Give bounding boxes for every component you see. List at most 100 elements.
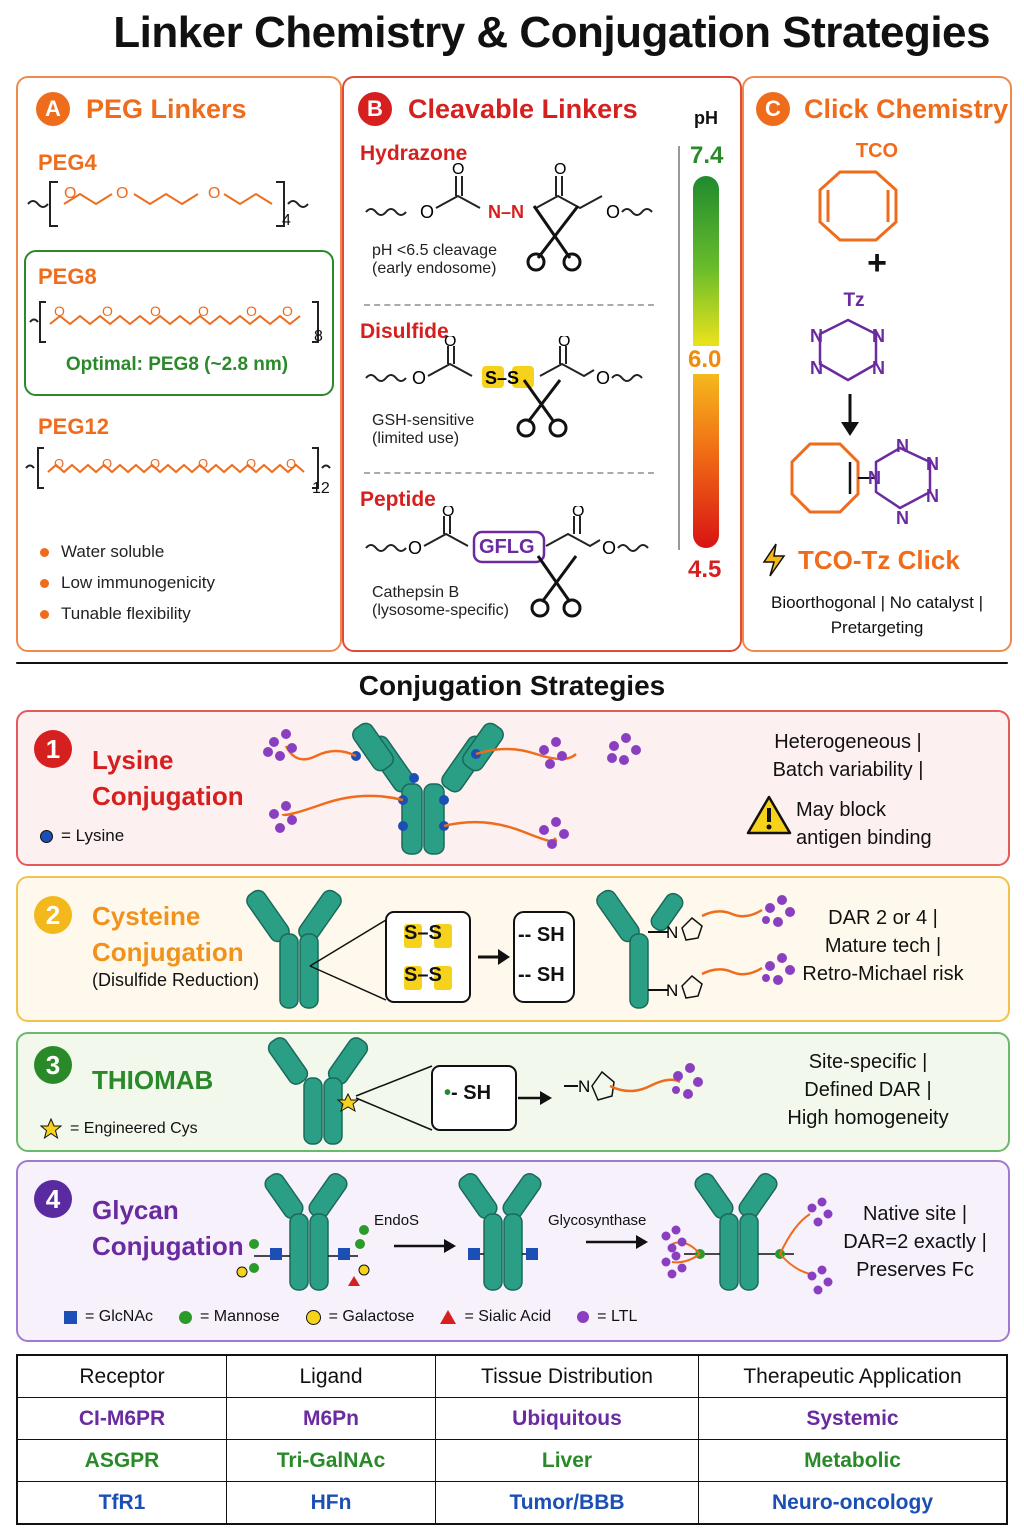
disulfide-note: GSH-sensitive(limited use) — [372, 412, 475, 447]
payload-cluster-icon — [607, 733, 641, 765]
conjugation-section-title: Conjugation Strategies — [358, 670, 666, 701]
glycan-remodeling-diagram — [236, 1172, 833, 1295]
peg12-subscript: 12 — [312, 480, 330, 497]
ph-value-mid: 6.0 — [688, 346, 722, 374]
lysine-legend: = Lysine — [40, 826, 124, 846]
enzyme-endos: EndoS — [374, 1212, 420, 1229]
peg8-structure: O O O O O O — [29, 301, 319, 343]
tz-label: Tz — [843, 290, 865, 311]
thiol-2: -- SH — [518, 964, 565, 986]
engineered-thiol: •- SH — [444, 1082, 492, 1104]
svg-text:O: O — [442, 506, 454, 520]
svg-text:O: O — [150, 303, 161, 319]
svg-text:O: O — [452, 162, 464, 178]
svg-text:N: N — [810, 326, 823, 346]
col-header: Ligand — [226, 1354, 436, 1398]
table-cell: TfR1 — [16, 1481, 227, 1525]
disulfide-structure: O O S–S O O — [365, 336, 643, 438]
cysteine-payload-links — [701, 895, 795, 985]
hydrazone-structure: O O N–N O O — [365, 162, 653, 272]
svg-text:O: O — [246, 303, 257, 319]
panel-click-chemistry: C Click Chemistry TCO + Tz N N N N N N N… — [742, 76, 1012, 652]
lysine-dot-icon — [40, 829, 53, 843]
lysine-notes: Heterogeneous |Batch variability | — [772, 731, 924, 781]
peptide-note: Cathepsin B(lysosome-specific) — [372, 584, 509, 619]
col-header: Tissue Distribution — [435, 1354, 699, 1398]
svg-text:O: O — [54, 456, 64, 471]
svg-text:N–N: N–N — [488, 202, 524, 222]
ph-label: pH — [694, 108, 718, 128]
panel-peg-linkers: A PEG Linkers PEG4 O O O 4 PEG8 O O O O … — [16, 76, 342, 652]
ph-axis-line — [678, 146, 680, 550]
legend-sialic-acid: = Sialic Acid — [440, 1308, 551, 1326]
warning-icon — [746, 795, 792, 835]
svg-text:N: N — [926, 454, 939, 474]
svg-text:S–S: S–S — [485, 368, 519, 388]
svg-text:O: O — [286, 456, 296, 471]
glycan-legend: = GlcNAc = Mannose = Galactose = Sialic … — [64, 1308, 637, 1326]
scissors-icon — [526, 205, 582, 272]
divider — [364, 472, 654, 474]
panel-c-title: Click Chemistry — [804, 93, 1009, 124]
payload-cluster-icon — [762, 953, 795, 985]
mannose-circle-icon — [179, 1310, 193, 1324]
click-header: TCO-Tz Click — [760, 542, 960, 578]
page-title: Linker Chemistry & Conjugation Strategie… — [113, 8, 990, 57]
payload-cluster-icon — [263, 729, 297, 761]
strategy-name: THIOMAB — [92, 1065, 214, 1095]
svg-text:O: O — [116, 185, 128, 202]
svg-text:N: N — [896, 436, 909, 456]
legend-glcnac: = GlcNAc — [64, 1308, 153, 1326]
peg8-optimal-note: Optimal: PEG8 (~2.8 nm) — [65, 354, 289, 375]
payload-cluster-icon — [269, 801, 297, 833]
svg-text:O: O — [208, 185, 220, 202]
col-header: Therapeutic Application — [698, 1354, 1008, 1398]
panel-a-title: PEG Linkers — [86, 93, 247, 124]
hydrazone-note: pH <6.5 cleavage(early endosome) — [372, 242, 497, 277]
badge-a: A — [36, 92, 70, 126]
engineered-cys-legend: = Engineered Cys — [40, 1118, 198, 1140]
badge-c: C — [756, 92, 790, 126]
benefit-item: Low immunogenicity — [40, 567, 215, 598]
payload-cluster-icon — [661, 1251, 687, 1279]
svg-text:O: O — [596, 368, 610, 388]
disulfide-bond-2: S–S — [404, 964, 442, 986]
svg-text:N: N — [666, 923, 678, 942]
svg-text:N: N — [872, 358, 885, 378]
svg-text:N: N — [896, 508, 909, 526]
panel-a-header: A PEG Linkers — [36, 92, 247, 126]
table-cell: Liver — [435, 1439, 699, 1482]
peptide-label: Peptide — [360, 488, 436, 511]
payload-cluster-icon — [539, 817, 569, 849]
lightning-icon — [762, 543, 786, 577]
tetrazine-structure: N N N N — [810, 318, 885, 382]
peptide-sequence: GFLG — [479, 536, 535, 558]
table-cell: ASGPR — [16, 1439, 227, 1482]
svg-text:O: O — [246, 456, 256, 471]
svg-text:O: O — [554, 162, 566, 178]
strategy-number: 2 — [34, 896, 72, 934]
svg-text:O: O — [408, 538, 422, 558]
thiomab-diagram: N — [267, 1037, 703, 1145]
table-row: TfR1 HFn Tumor/BBB Neuro-oncology — [16, 1481, 1008, 1525]
panel-c-header: C Click Chemistry — [756, 92, 1008, 126]
benefit-item: Tunable flexibility — [40, 598, 215, 629]
svg-text:N: N — [872, 326, 885, 346]
legend-ltl: = LTL — [577, 1308, 637, 1326]
thiol-1: -- SH — [518, 924, 565, 946]
peg4-subscript: 4 — [282, 212, 291, 229]
arrow-down-icon — [841, 394, 859, 436]
cysteine-notes: DAR 2 or 4 |Mature tech |Retro-Michael r… — [802, 907, 964, 985]
peg-benefits-list: Water soluble Low immunogenicity Tunable… — [40, 536, 215, 629]
svg-text:O: O — [282, 303, 293, 319]
svg-text:N: N — [868, 468, 881, 488]
tco-ring-structure — [818, 170, 898, 242]
click-notes: Bioorthogonal | No catalyst |Pretargetin… — [770, 593, 983, 637]
glcnac-square-icon — [64, 1310, 77, 1324]
col-header: Receptor — [16, 1354, 227, 1398]
